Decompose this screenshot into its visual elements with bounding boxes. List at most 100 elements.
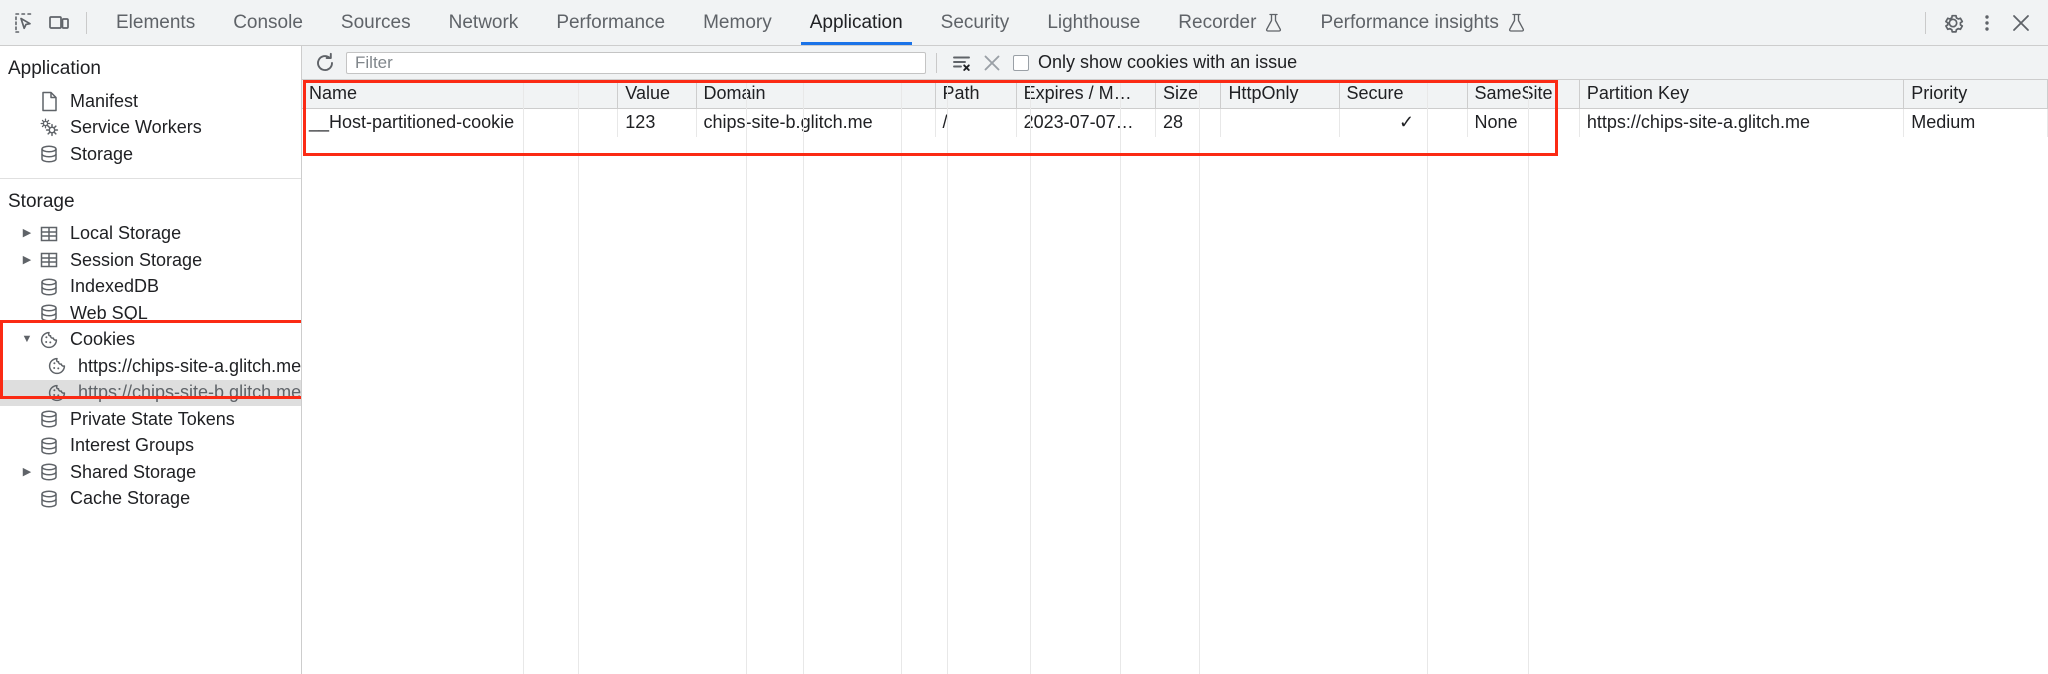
filter-divider: [936, 52, 937, 73]
tab-lighthouse[interactable]: Lighthouse: [1028, 0, 1159, 45]
cookie-icon: [44, 356, 70, 376]
sidebar-section-application-title: Application: [8, 58, 101, 79]
tab-memory[interactable]: Memory: [684, 0, 791, 45]
sidebar-item-label: Session Storage: [70, 249, 203, 270]
cell-domain: chips-site-b.glitch.me: [696, 108, 936, 137]
column-header-expires[interactable]: Expires / M…: [1016, 80, 1157, 109]
sidebar-item-label: IndexedDB: [70, 276, 160, 297]
column-header-secure[interactable]: Secure: [1339, 80, 1468, 109]
experiment-flask-icon: [1265, 13, 1282, 32]
only-show-issues-label: Only show cookies with an issue: [1038, 52, 1298, 72]
sidebar-item-indexeddb[interactable]: IndexedDB: [0, 274, 301, 301]
cookies-table-header: Name Value Domain Path Expires / M… Size…: [302, 80, 2048, 109]
close-icon[interactable]: [2004, 6, 2038, 40]
sidebar-item-label: Web SQL: [70, 302, 148, 323]
tab-label: Network: [448, 11, 519, 33]
chevron-right-icon[interactable]: ▶: [22, 253, 32, 266]
tab-label: Application: [809, 11, 903, 33]
sidebar-item-service-workers[interactable]: Service Workers: [0, 115, 301, 142]
clear-filter-icon[interactable]: [947, 49, 977, 77]
column-header-samesite[interactable]: SameSite: [1467, 80, 1580, 109]
tab-console[interactable]: Console: [214, 0, 322, 45]
cell-path: /: [935, 108, 1017, 137]
column-header-domain[interactable]: Domain: [696, 80, 936, 109]
tab-network[interactable]: Network: [430, 0, 538, 45]
refresh-icon[interactable]: [310, 49, 340, 77]
inspect-element-icon[interactable]: [8, 6, 42, 40]
tab-sources[interactable]: Sources: [322, 0, 430, 45]
column-header-size[interactable]: Size: [1155, 80, 1222, 109]
tab-application[interactable]: Application: [791, 0, 922, 45]
tab-label: Security: [940, 11, 1010, 33]
cookies-table-wrapper: Name Value Domain Path Expires / M… Size…: [302, 80, 2048, 674]
sidebar-item-session-storage[interactable]: ▶ Session Storage: [0, 247, 301, 274]
chevron-right-icon[interactable]: ▶: [22, 465, 32, 478]
tab-label: Recorder: [1178, 11, 1257, 33]
tab-performance[interactable]: Performance: [537, 0, 684, 45]
application-sidebar: Application Manifest S: [0, 46, 302, 674]
tab-performance-insights[interactable]: Performance insights: [1301, 0, 1543, 45]
table-row[interactable]: __Host-partitioned-cookie 123 chips-site…: [302, 108, 2048, 137]
tab-elements[interactable]: Elements: [97, 0, 214, 45]
cell-samesite: None: [1467, 108, 1580, 137]
sidebar-item-cache-storage[interactable]: Cache Storage: [0, 486, 301, 513]
toolbar-divider-right: [1925, 11, 1926, 34]
table-icon: [36, 250, 62, 270]
devtools-main-toolbar: Elements Console Sources Network Perform…: [0, 0, 2048, 46]
cookies-table-body: __Host-partitioned-cookie 123 chips-site…: [302, 108, 2048, 137]
device-toolbar-icon[interactable]: [42, 6, 76, 40]
column-header-value[interactable]: Value: [617, 80, 697, 109]
database-icon: [36, 409, 62, 429]
only-show-issues-checkbox-wrapper[interactable]: Only show cookies with an issue: [1013, 52, 1297, 73]
document-icon: [36, 91, 62, 112]
cell-expires: 2023-07-07…: [1016, 108, 1157, 137]
sidebar-item-label: https://chips-site-b.glitch.me: [78, 382, 302, 403]
cell-name: __Host-partitioned-cookie: [302, 108, 619, 137]
sidebar-item-shared-storage[interactable]: ▶ Shared Storage: [0, 459, 301, 486]
only-show-issues-checkbox[interactable]: [1013, 54, 1029, 71]
sidebar-section-storage-title: Storage: [8, 190, 75, 212]
sidebar-item-private-state-tokens[interactable]: Private State Tokens: [0, 406, 301, 433]
tab-recorder[interactable]: Recorder: [1159, 0, 1301, 45]
toolbar-divider: [86, 11, 87, 34]
column-header-partition-key[interactable]: Partition Key: [1579, 80, 1905, 109]
sidebar-item-cookies-site-b[interactable]: https://chips-site-b.glitch.me: [0, 379, 302, 406]
tab-label: Performance insights: [1320, 11, 1499, 33]
cell-priority: Medium: [1903, 108, 2048, 137]
column-header-priority[interactable]: Priority: [1903, 80, 2048, 109]
sidebar-item-local-storage[interactable]: ▶ Local Storage: [0, 221, 301, 248]
gear-icon[interactable]: [1936, 6, 1970, 40]
sidebar-item-web-sql[interactable]: Web SQL: [0, 300, 301, 327]
cookies-filter-toolbar: Filter Only show cookies with an: [302, 46, 2048, 80]
sidebar-item-label: Cache Storage: [70, 488, 191, 509]
database-icon: [36, 489, 62, 509]
kebab-menu-icon[interactable]: [1970, 6, 2004, 40]
sidebar-item-cookies[interactable]: ▼ Cookies: [0, 327, 301, 354]
cookie-icon: [44, 383, 70, 403]
chevron-down-icon[interactable]: ▼: [21, 333, 33, 346]
sidebar-item-label: Service Workers: [70, 117, 202, 138]
column-header-path[interactable]: Path: [935, 80, 1017, 109]
sidebar-item-label: Private State Tokens: [70, 408, 235, 429]
sidebar-divider: [0, 177, 301, 179]
cell-value: 123: [617, 108, 697, 137]
cookies-table: Name Value Domain Path Expires / M… Size…: [302, 80, 2048, 137]
chevron-right-icon[interactable]: ▶: [22, 227, 32, 240]
filter-input[interactable]: Filter: [346, 51, 926, 74]
toolbar-right-actions: [1915, 6, 2038, 40]
sidebar-item-interest-groups[interactable]: Interest Groups: [0, 433, 301, 460]
sidebar-item-storage[interactable]: Storage: [0, 141, 301, 168]
sidebar-item-label: Local Storage: [70, 223, 182, 244]
clear-all-icon[interactable]: [977, 49, 1007, 77]
sidebar-item-cookies-site-a[interactable]: https://chips-site-a.glitch.me: [0, 353, 301, 380]
sidebar-item-manifest[interactable]: Manifest: [0, 88, 301, 115]
sidebar-item-label: Storage: [70, 143, 134, 164]
column-rules: [302, 80, 2048, 674]
tab-security[interactable]: Security: [922, 0, 1029, 45]
column-header-httponly[interactable]: HttpOnly: [1220, 80, 1340, 109]
column-header-name[interactable]: Name: [302, 80, 619, 109]
filter-placeholder: Filter: [355, 52, 393, 72]
devtools-body: Application Manifest S: [0, 46, 2048, 674]
sidebar-item-label: Cookies: [70, 329, 136, 350]
